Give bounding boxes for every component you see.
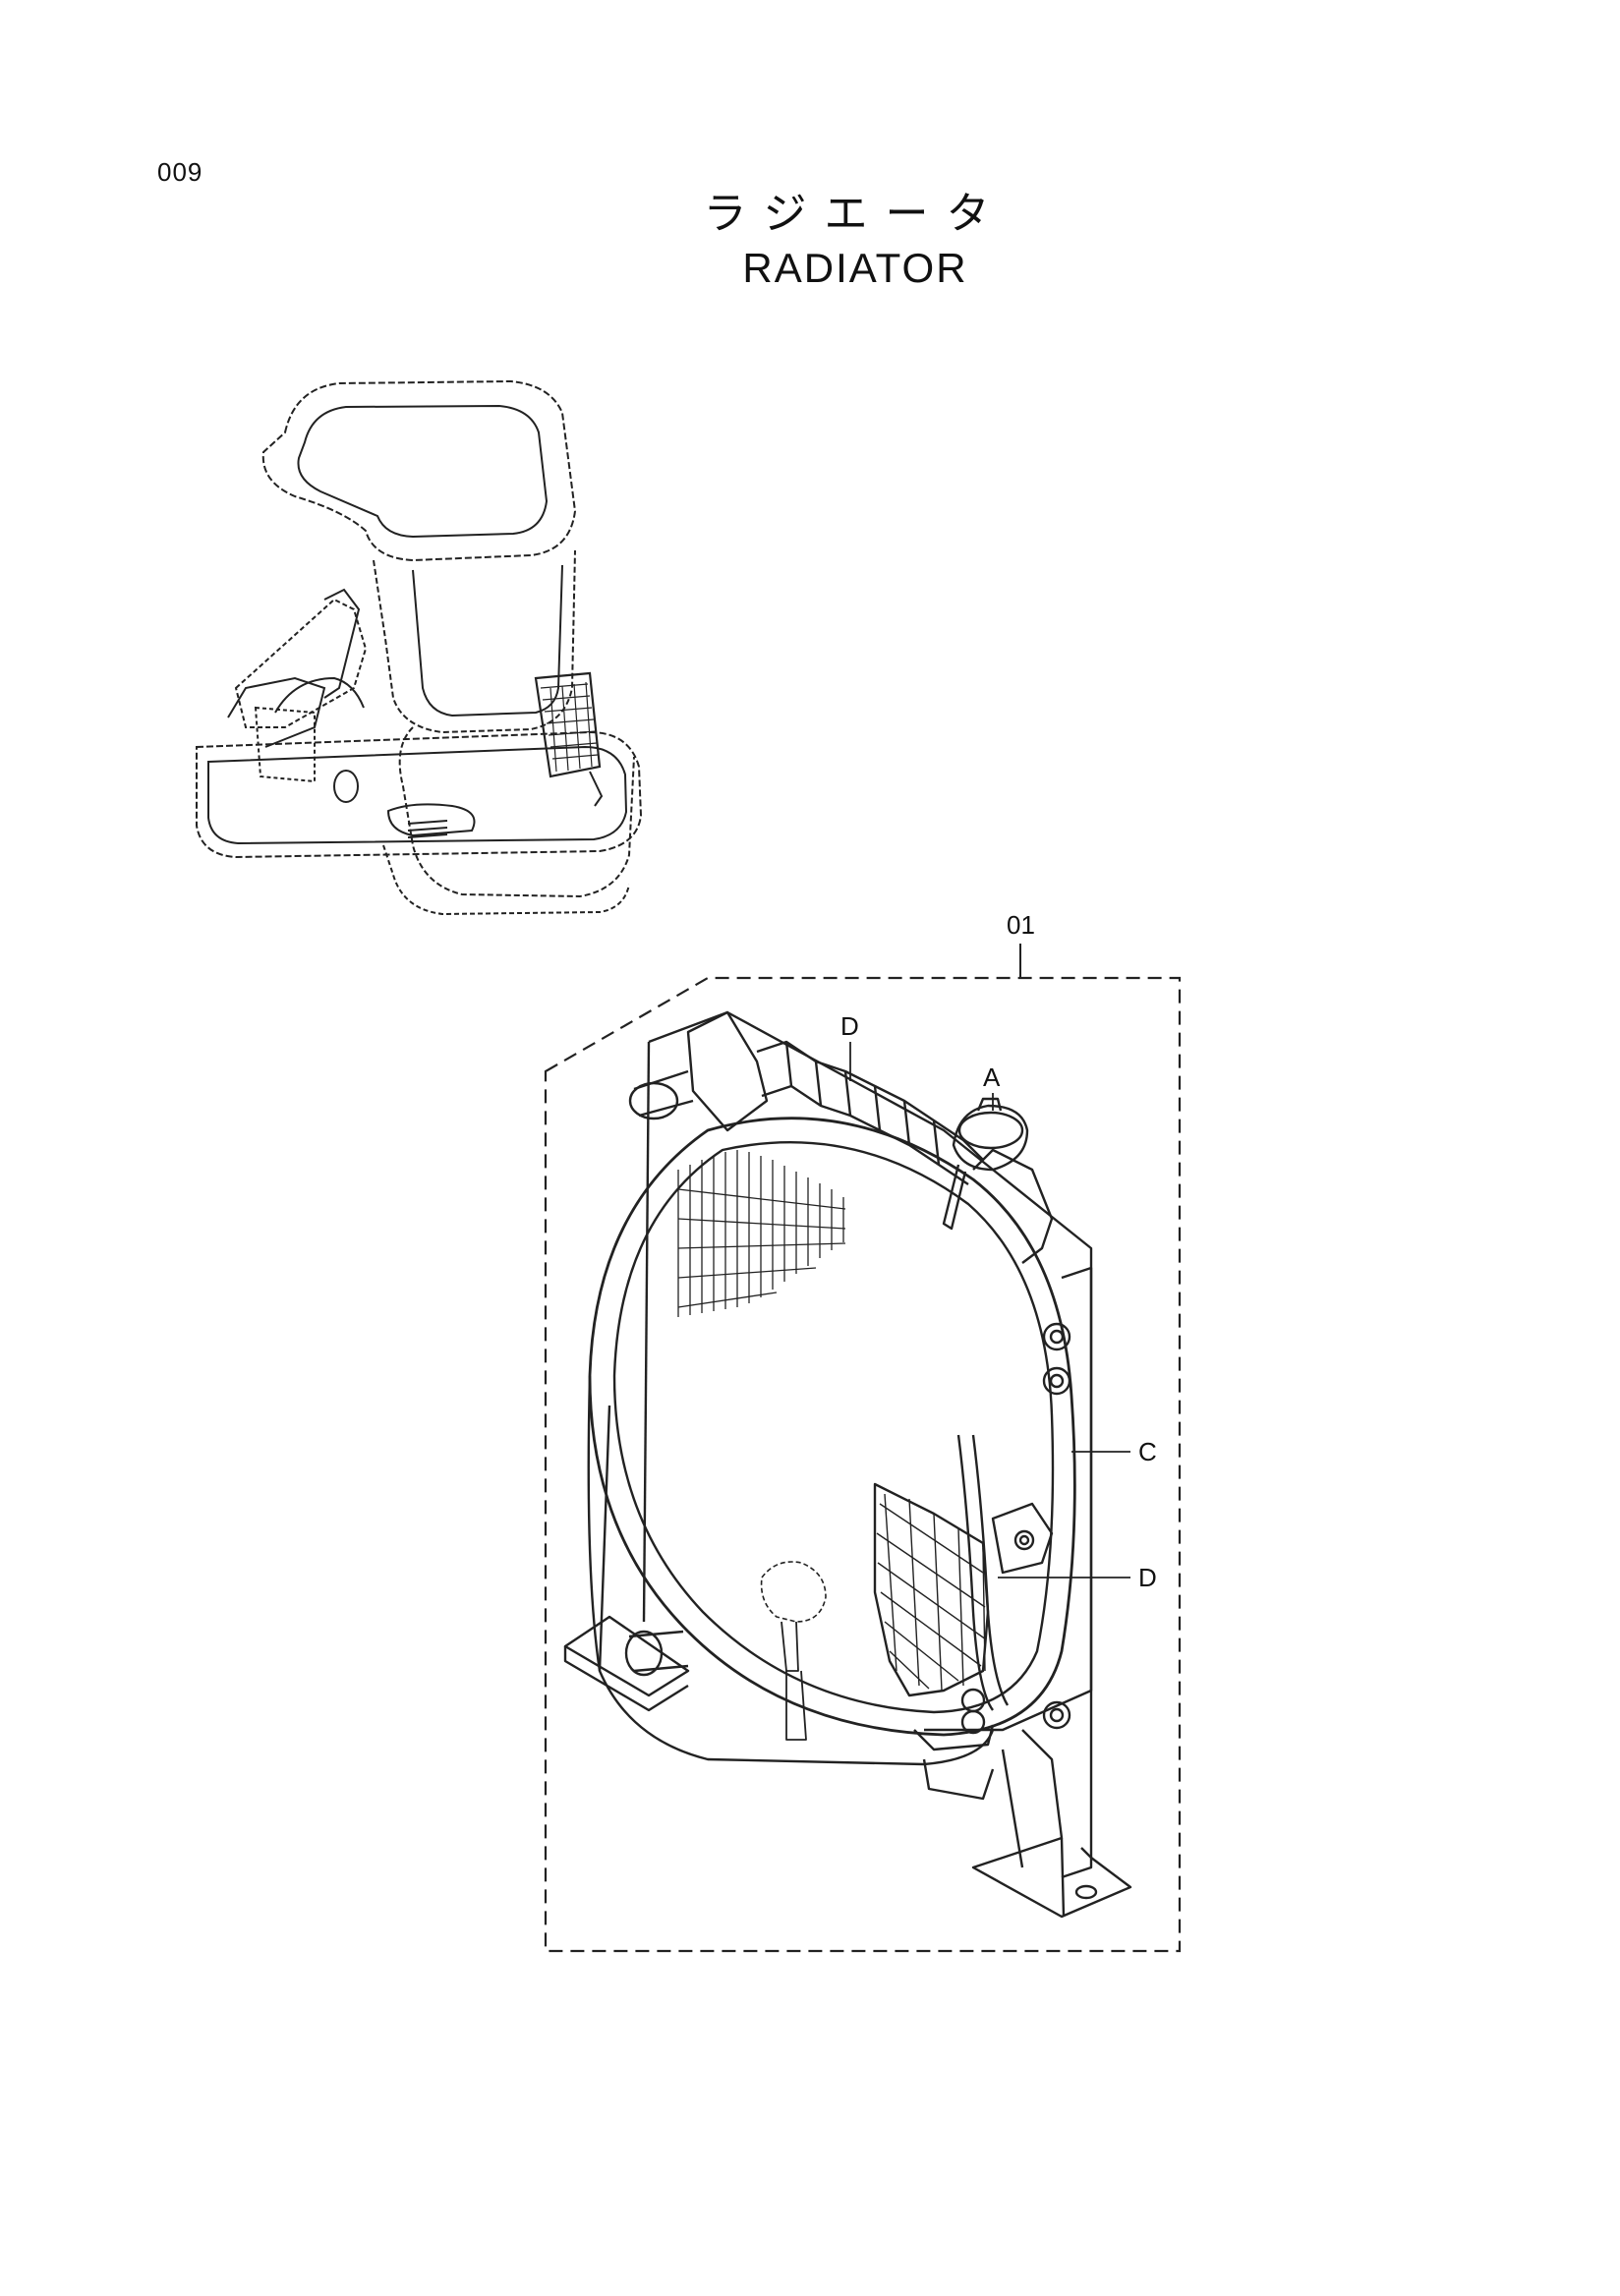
- callout-leaders: [849, 1042, 1130, 1578]
- callout-cap-a: A: [983, 1062, 1001, 1092]
- title-block: ラジエータ RADIATOR: [649, 187, 1062, 295]
- callout-shroud-c: C: [1138, 1437, 1157, 1466]
- page-number: 009: [157, 157, 203, 187]
- callout-side-plate-d: D: [1138, 1563, 1157, 1592]
- callout-tank-top-d: D: [840, 1011, 859, 1041]
- title-english: RADIATOR: [742, 245, 968, 291]
- radiator-assembly-drawing: [563, 1010, 1132, 1919]
- title-japanese: ラジエータ: [703, 189, 1008, 239]
- callout-assembly-01: 01: [1007, 910, 1035, 940]
- machine-overview-drawing: [196, 379, 643, 916]
- assembly-boundary: [544, 944, 1182, 1953]
